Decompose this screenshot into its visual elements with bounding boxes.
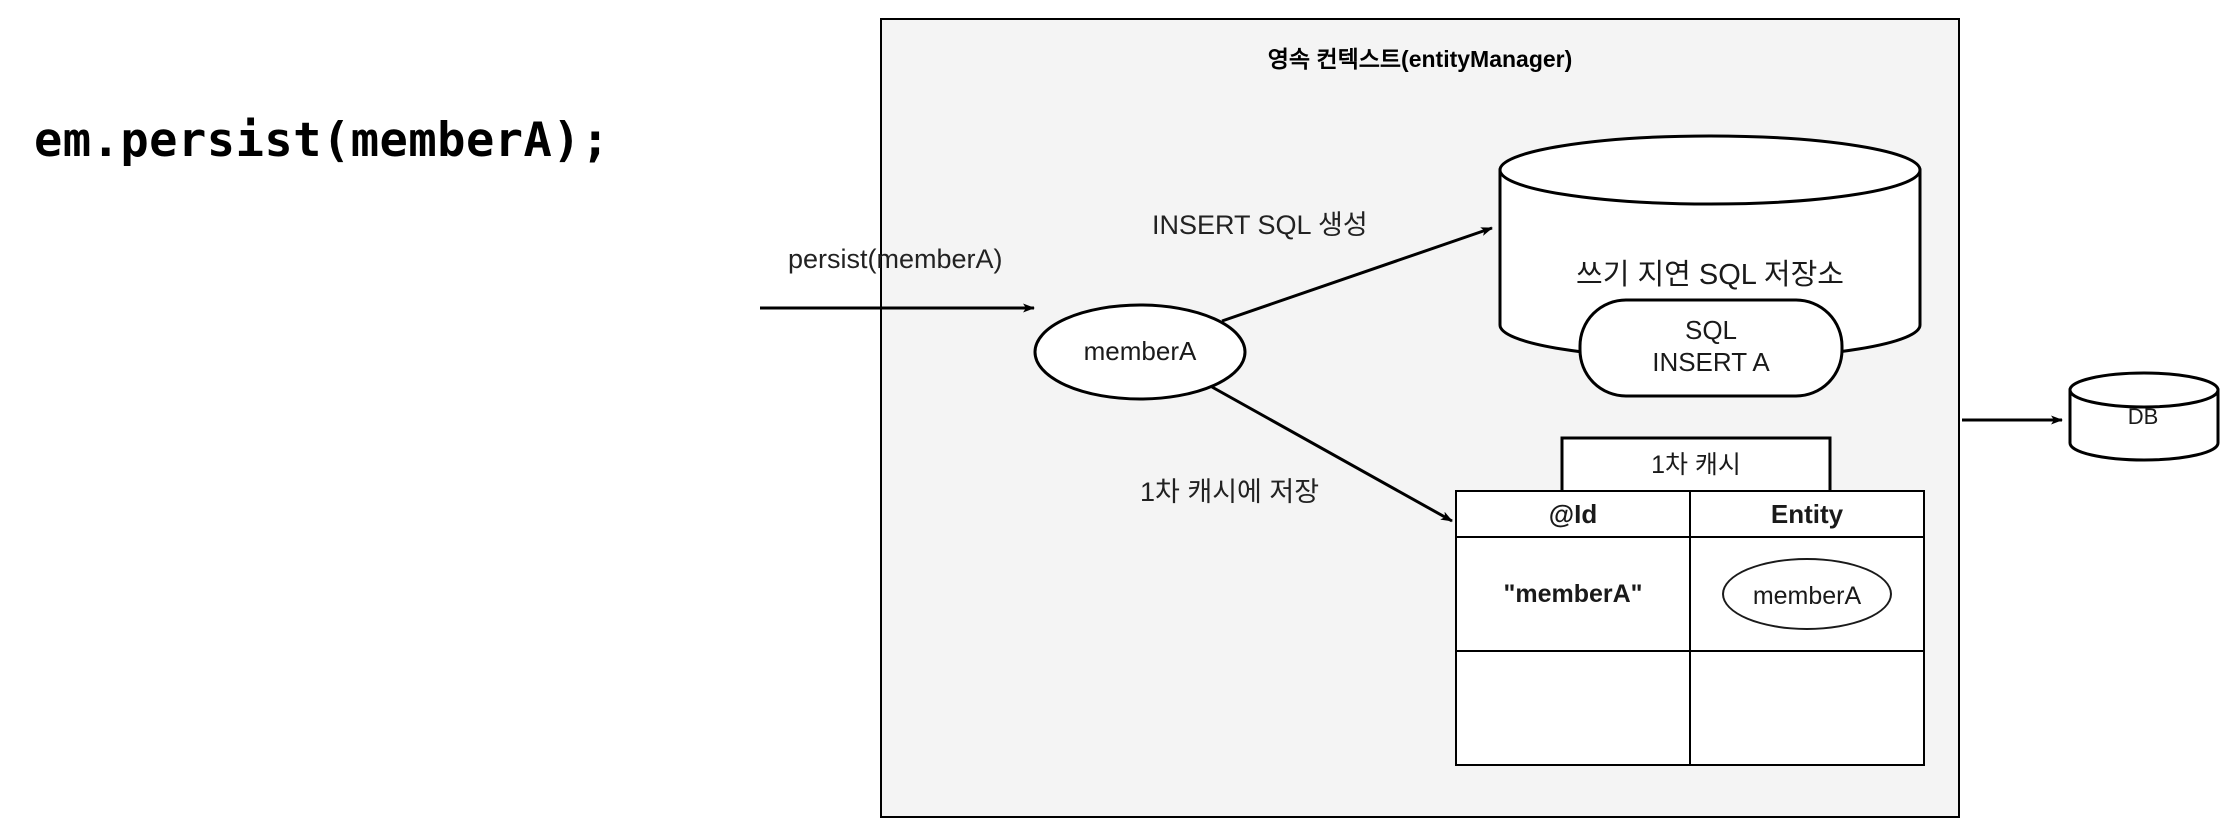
table-row: "memberA" memberA [1455,536,1925,652]
store-in-first-cache-label: 1차 캐시에 저장 [1140,477,1320,507]
cache-row-1-id [1455,650,1691,766]
persist-call-label: persist(memberA) [788,244,1003,274]
member-entity-node-label: memberA [1083,336,1197,366]
table-row [1455,650,1925,766]
cache-entity-chip: memberA [1722,558,1892,630]
cache-column-entity: Entity [1689,490,1925,538]
first-level-cache-table: @Id Entity "memberA" memberA [1455,490,1925,766]
sql-statement-text: SQL INSERT A [1580,315,1842,378]
code-caption: em.persist(memberA); [34,113,610,168]
insert-sql-generate-label: INSERT SQL 생성 [1152,210,1368,240]
database-label: DB [2127,404,2159,429]
sql-store-title: 쓰기 지연 SQL 저장소 [1576,259,1844,291]
first-cache-tab-label: 1차 캐시 [1651,451,1741,479]
sql-statement-line-1: SQL [1684,315,1738,345]
cache-column-id: @Id [1455,490,1691,538]
cache-row-1-entity [1689,650,1925,766]
sql-statement-line-2: INSERT A [1652,346,1770,377]
cache-row-0-entity: memberA [1689,536,1925,652]
cache-table-header-row: @Id Entity [1455,490,1925,538]
persistence-context-title: 영속 컨텍스트(entityManager) [1267,46,1573,72]
cache-row-0-id: "memberA" [1455,536,1691,652]
